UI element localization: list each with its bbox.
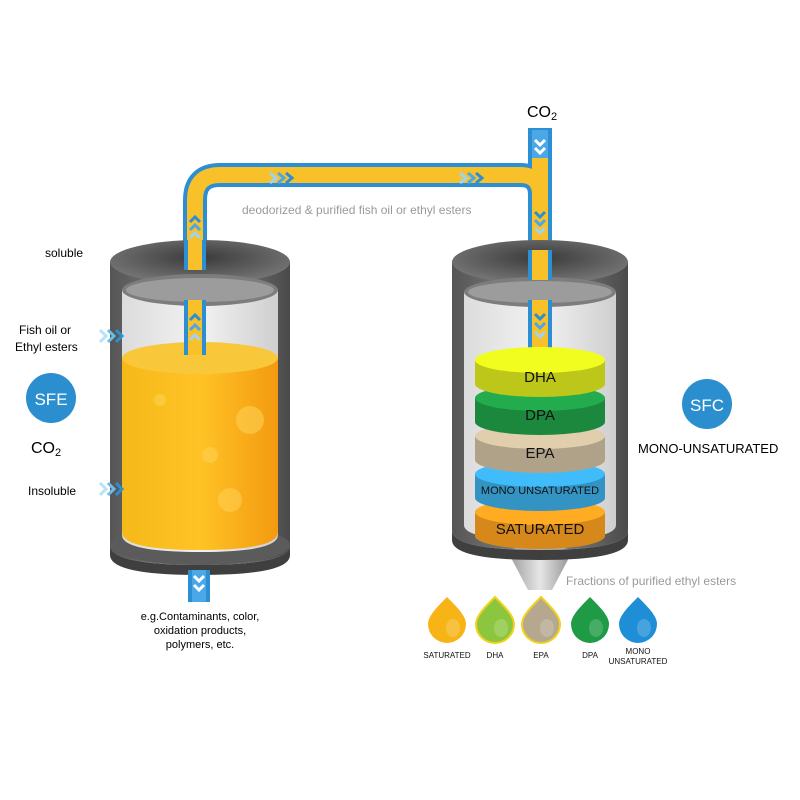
co2-top-label: CO2	[527, 104, 557, 123]
layer-label: EPA	[526, 445, 555, 462]
sfe-badge	[26, 373, 76, 423]
layer-label: DPA	[525, 407, 555, 424]
sfc-badge-label: SFC	[690, 396, 724, 415]
drop-dpa: DPA	[571, 597, 609, 660]
drop-label-line2: UNSATURATED	[609, 657, 668, 666]
soluble-label: soluble	[45, 246, 83, 260]
drop-label: DHA	[487, 651, 505, 660]
fraction-layers: SATURATED MONO UNSATURATED EPA DPA DHA	[475, 347, 605, 549]
contaminants-line1: e.g.Contaminants, color,	[141, 611, 260, 623]
sfc-badge	[682, 379, 732, 429]
drop-epa: EPA	[520, 595, 562, 660]
layer-label: DHA	[524, 369, 556, 386]
layer-dha: DHA	[475, 347, 605, 397]
drop-saturated: SATURATED	[423, 597, 471, 660]
fish-oil-label-line1: Fish oil or	[19, 323, 71, 337]
layer-dpa: DPA	[475, 385, 605, 435]
drop-label-line1: MONO	[626, 647, 651, 656]
insoluble-output-arrow	[98, 481, 125, 497]
sfe-vessel	[110, 240, 290, 602]
transfer-pipe	[183, 128, 552, 255]
contaminants-line3: polymers, etc.	[166, 639, 234, 651]
layer-label: SATURATED	[496, 521, 585, 538]
drop-label: EPA	[533, 651, 549, 660]
drop-label: DPA	[582, 651, 599, 660]
mono-unsaturated-label: MONO-UNSATURATED	[638, 441, 778, 456]
fish-oil-label-line2: Ethyl esters	[15, 340, 78, 354]
co2-left-label: CO2	[31, 440, 61, 459]
layer-label: MONO UNSATURATED	[481, 485, 599, 497]
fish-oil-input-arrow	[98, 328, 125, 344]
pipe-caption: deodorized & purified fish oil or ethyl …	[242, 203, 471, 217]
insoluble-label: Insoluble	[28, 484, 76, 498]
drop-dha: DHA	[474, 595, 516, 660]
sfe-badge-label: SFE	[34, 390, 67, 409]
contaminants-line2: oxidation products,	[154, 625, 246, 637]
drop-label: SATURATED	[423, 651, 470, 660]
fractions-caption: Fractions of purified ethyl esters	[566, 574, 736, 588]
